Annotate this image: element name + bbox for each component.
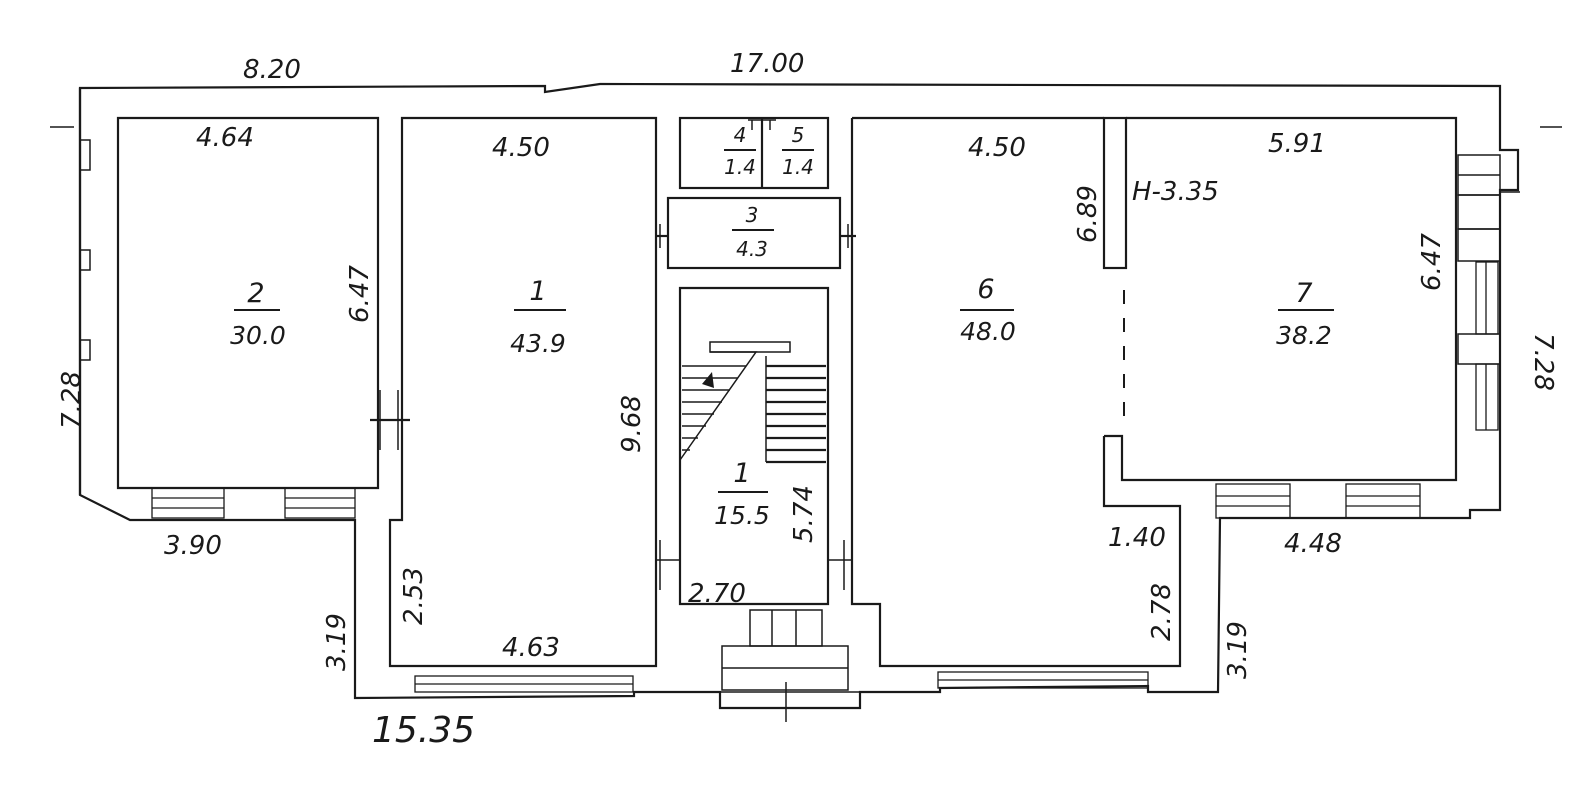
- room-7: [1126, 116, 1520, 519]
- room-7-number: 7: [1295, 278, 1312, 309]
- room-1-area: 43.9: [510, 329, 566, 358]
- dim-right-height: 7.28: [1528, 333, 1558, 391]
- dim-top-total: 17.00: [730, 49, 804, 79]
- dim-right-wing-depth: 3.19: [1223, 621, 1253, 679]
- dim-stair-width: 2.70: [688, 579, 746, 609]
- dim-top-left: 8.20: [243, 55, 301, 85]
- dim-r7-height: 6.47: [1417, 233, 1447, 291]
- dim-r6-partition: 6.89: [1073, 185, 1103, 243]
- room-4-number: 4: [734, 123, 747, 147]
- room-4-area: 1.4: [724, 155, 756, 179]
- room-7-area: 38.2: [1276, 321, 1332, 350]
- dim-r1-bottom: 4.63: [502, 633, 560, 663]
- room-2: [116, 116, 380, 519]
- room-2-number: 2: [247, 278, 264, 309]
- stair-room-number: 1: [733, 458, 750, 489]
- room-labels: 2 30.0 1 43.9 4 1.4 5 1.4 3 4.3 1 15.5 6…: [230, 123, 1334, 530]
- dimension-labels: 8.20 17.00 7.28 7.28 15.35 4.64 6.47 3.9…: [57, 49, 1558, 751]
- rooms-4-5: [678, 116, 830, 190]
- room-5-area: 1.4: [782, 155, 814, 179]
- dim-ceiling-height: H-3.35: [1132, 177, 1219, 207]
- dim-stair-length: 5.74: [789, 485, 819, 543]
- door-2-1: [370, 390, 410, 450]
- stair-room: [656, 286, 861, 722]
- room-3: [655, 196, 856, 270]
- dim-r6-lower: 2.78: [1147, 583, 1177, 641]
- dim-r2-bottom: 3.90: [164, 531, 222, 561]
- dim-left-height: 7.28: [57, 371, 87, 429]
- room-5-number: 5: [792, 123, 805, 147]
- dim-left-wing-depth: 3.19: [322, 613, 352, 671]
- stair-room-area: 15.5: [714, 501, 770, 530]
- room-2-area: 30.0: [230, 321, 286, 350]
- room-3-area: 4.3: [736, 237, 768, 261]
- dim-bottom-total: 15.35: [372, 710, 475, 751]
- room-6: [828, 116, 1210, 689]
- dim-r1-left-lower: 2.53: [399, 567, 429, 625]
- dim-r2-width: 4.64: [196, 123, 254, 153]
- room-1-number: 1: [529, 276, 546, 307]
- dim-r2-height: 6.47: [345, 265, 375, 323]
- room-1: [388, 116, 658, 693]
- dim-r7-width: 5.91: [1268, 129, 1326, 159]
- dim-r1-width: 4.50: [492, 133, 550, 163]
- room-6-number: 6: [977, 274, 994, 305]
- room-3-number: 3: [746, 203, 759, 227]
- room-6-area: 48.0: [960, 317, 1016, 346]
- dim-r1-height: 9.68: [617, 395, 647, 453]
- dim-r6-bottom: 1.40: [1108, 523, 1166, 553]
- outer-walls: [78, 82, 1520, 710]
- dim-r7-bottom: 4.48: [1284, 529, 1342, 559]
- dim-r6-width: 4.50: [968, 133, 1026, 163]
